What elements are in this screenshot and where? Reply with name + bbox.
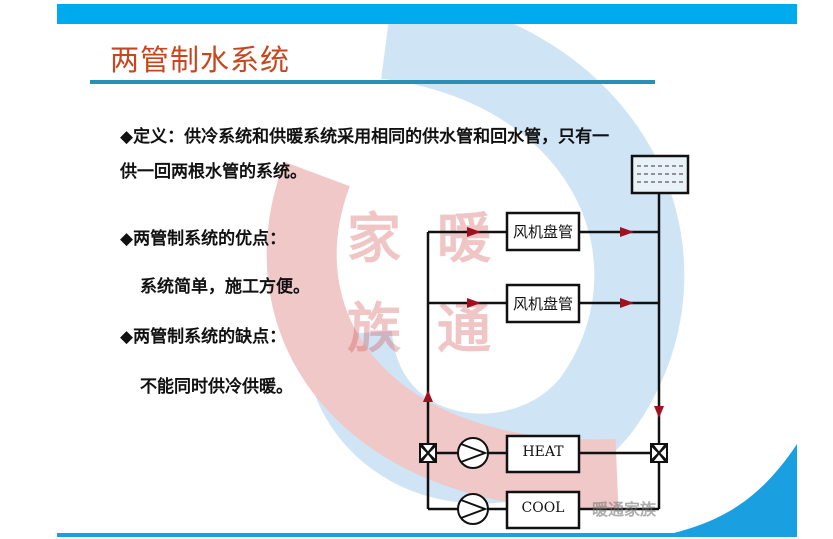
slide: 家 暖 族 通 两管制水系统 ◆定义：供冷系统和供暖系统采用相同的供水管和回水管… [57, 4, 797, 537]
watermark-text: 暖通家族 [592, 500, 657, 519]
cool-box [505, 490, 581, 530]
fan-coil-box [505, 211, 581, 252]
title-underline [90, 80, 655, 84]
page-title: 两管制水系统 [110, 43, 291, 77]
fan-coil-label: 风机盘管 [512, 295, 573, 313]
cool-label: COOL [521, 500, 565, 516]
bottom-bar [57, 533, 797, 537]
fan-coil-box [505, 283, 581, 324]
definition-line2: 供一回两根水管的系统。 [120, 162, 307, 182]
advantages-heading: ◆两管制系统的优点： [120, 229, 287, 249]
heat-label: HEAT [522, 444, 564, 460]
watermark-char: 族 [347, 296, 401, 360]
piping-diagram [418, 154, 690, 530]
three-way-valve-icon [418, 442, 669, 464]
watermark-char: 通 [437, 296, 491, 360]
fan-coil-label: 风机盘管 [512, 223, 573, 241]
heat-box [505, 434, 581, 474]
watermark-char: 家 [347, 206, 401, 270]
advantages-text: 系统简单，施工方便。 [140, 277, 310, 297]
definition-line1: ◆定义：供冷系统和供暖系统采用相同的供水管和回水管，只有一 [120, 127, 610, 147]
top-bar [57, 4, 797, 24]
watermark-char: 暖 [437, 206, 491, 270]
disadvantages-text: 不能同时供冷供暖。 [140, 377, 293, 397]
disadvantages-heading: ◆两管制系统的缺点： [120, 327, 287, 347]
